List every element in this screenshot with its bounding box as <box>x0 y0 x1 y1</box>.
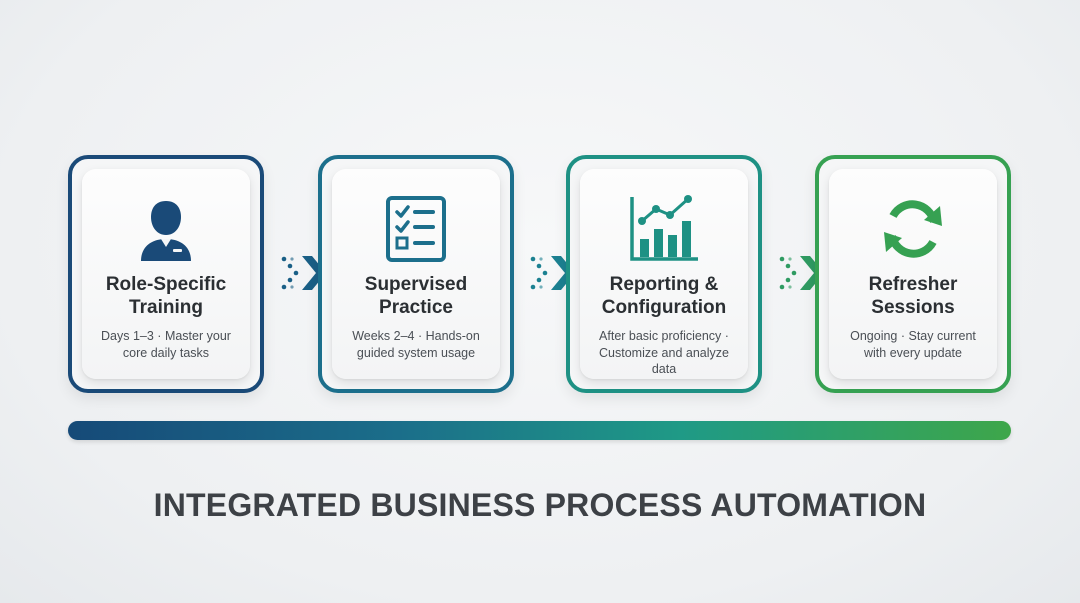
step-title: Refresher Sessions <box>868 274 958 318</box>
diagram-title: INTEGRATED BUSINESS PROCESS AUTOMATION <box>153 487 927 523</box>
step-card-inner: Role-Specific Training Days 1–3 · Master… <box>82 169 250 379</box>
step-description: Days 1–3 · Master your core daily tasks <box>101 329 231 360</box>
bar-chart-icon <box>628 193 700 265</box>
user-icon <box>130 193 202 265</box>
refresh-icon <box>877 193 949 265</box>
step-card-supervised-practice: Supervised Practice Weeks 2–4 · Hands-on… <box>318 155 514 393</box>
step-title: Reporting & Configuration <box>601 274 727 318</box>
step-description: Ongoing · Stay current with every update <box>850 329 976 360</box>
step-title: Role-Specific Training <box>105 274 227 318</box>
step-description: Weeks 2–4 · Hands-on guided system usage <box>352 329 480 360</box>
step-card-role-specific-training: Role-Specific Training Days 1–3 · Master… <box>68 155 264 393</box>
step-card-inner: Reporting & Configuration After basic pr… <box>580 169 748 379</box>
step-card-refresher-sessions: Refresher Sessions Ongoing · Stay curren… <box>815 155 1011 393</box>
step-card-inner: Supervised Practice Weeks 2–4 · Hands-on… <box>332 169 500 379</box>
checklist-icon <box>380 193 452 265</box>
step-card-inner: Refresher Sessions Ongoing · Stay curren… <box>829 169 997 379</box>
step-title: Supervised Practice <box>364 274 468 318</box>
timeline-progress-bar <box>68 421 1011 440</box>
step-card-reporting-configuration: Reporting & Configuration After basic pr… <box>566 155 762 393</box>
step-description: After basic proficiency · Customize and … <box>599 329 729 376</box>
